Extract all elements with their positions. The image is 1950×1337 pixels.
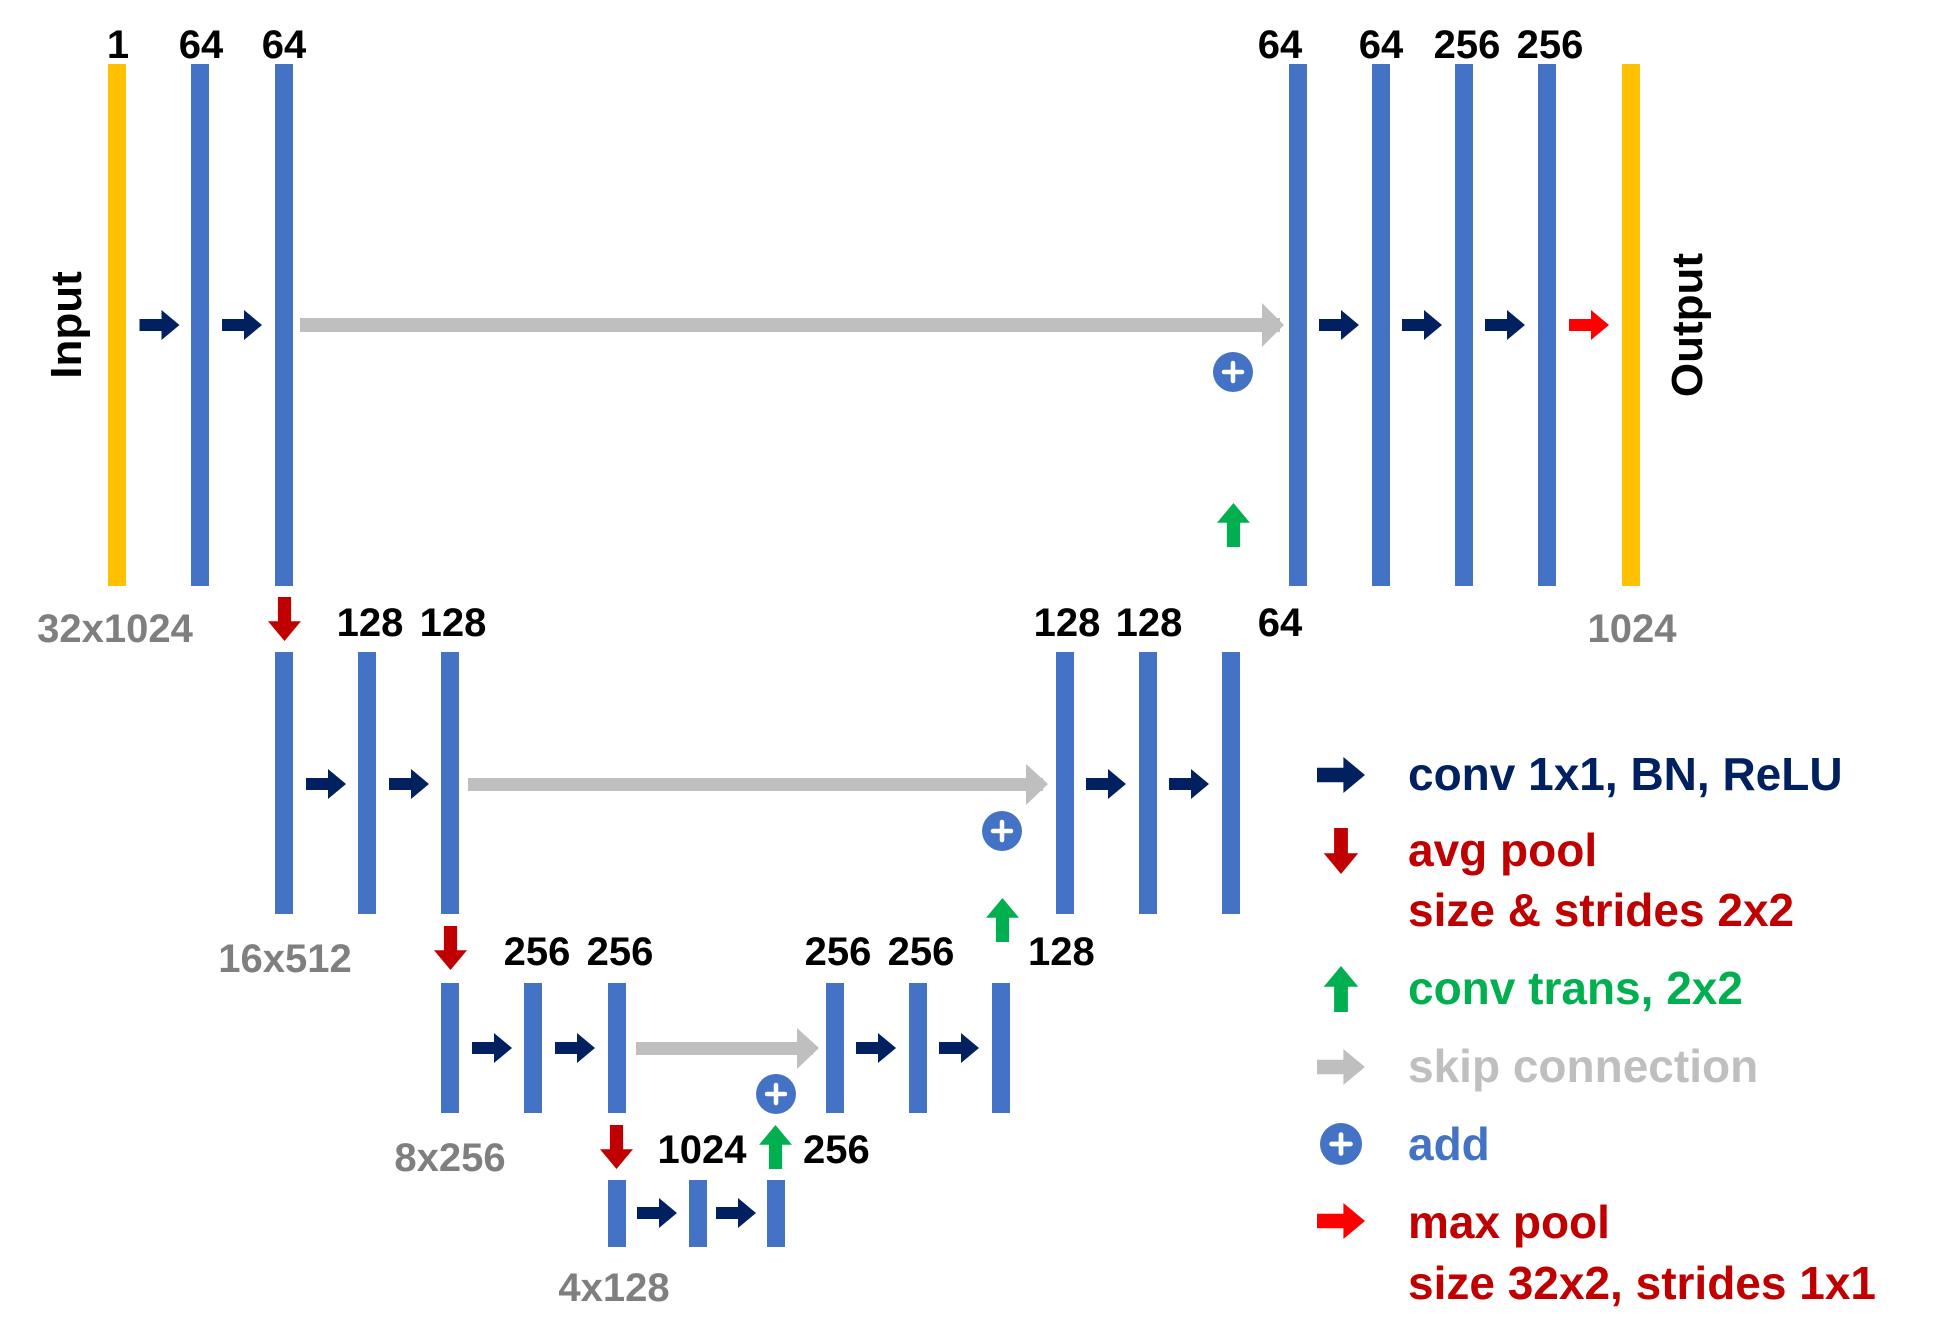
channel-label: 128	[1028, 930, 1095, 974]
dimension-label: 4x128	[558, 1266, 669, 1310]
skip-arrow-head-icon	[797, 1028, 819, 1069]
conv-arrow-icon	[1319, 310, 1359, 340]
add-circle-icon	[1213, 352, 1253, 392]
channel-label: 64	[1359, 23, 1404, 67]
feature-bar	[441, 652, 459, 914]
channel-label: 1	[107, 23, 129, 67]
feature-bar	[826, 983, 844, 1113]
feature-bar	[1139, 652, 1157, 914]
channel-label: 64	[262, 23, 307, 67]
feature-bar	[524, 983, 542, 1113]
gray-right-arrow-icon	[1317, 1049, 1365, 1085]
channel-label: 256	[805, 930, 872, 974]
input-bar	[108, 64, 126, 586]
upconv-arrow-icon	[1217, 503, 1250, 547]
feature-bar	[191, 64, 209, 586]
skip-arrow-head-icon	[1026, 764, 1048, 805]
channel-label: 256	[1434, 23, 1501, 67]
legend-add-label: add	[1408, 1118, 1490, 1170]
feature-bar	[358, 652, 376, 914]
feature-bar	[909, 983, 927, 1113]
dimension-label: 32x1024	[37, 607, 193, 651]
channel-label: 256	[587, 930, 654, 974]
feature-bar	[767, 1180, 785, 1247]
legend-skip-label: skip connection	[1408, 1040, 1758, 1092]
conv-arrow-icon	[939, 1033, 979, 1063]
avgpool-arrow-icon	[600, 1125, 633, 1169]
legend-maxpool-detail: size 32x2, strides 1x1	[1408, 1257, 1876, 1309]
skip-connection-line	[300, 318, 1280, 332]
conv-arrow-icon	[1485, 310, 1525, 340]
avgpool-arrow-icon	[268, 597, 301, 641]
channel-label: 128	[420, 601, 487, 645]
conv-arrow-icon	[637, 1198, 677, 1228]
channel-label: 256	[504, 930, 571, 974]
channel-label: 128	[1034, 601, 1101, 645]
feature-bar	[608, 983, 626, 1113]
output-label: Output	[1663, 253, 1712, 398]
channel-label: 256	[803, 1128, 870, 1172]
conv-arrow-icon	[1169, 769, 1209, 799]
feature-bar	[992, 983, 1010, 1113]
legend-maxpool-label: max pool	[1408, 1196, 1610, 1248]
feature-bar	[275, 64, 293, 586]
upconv-arrow-icon	[759, 1125, 792, 1169]
legend: conv 1x1, BN, ReLU avg pool size & strid…	[1317, 748, 1876, 1309]
conv-arrow-icon	[139, 310, 180, 340]
conv-arrow-icon	[716, 1198, 756, 1228]
channel-label: 64	[179, 23, 224, 67]
feature-bar	[1222, 652, 1240, 914]
dimension-label: 1024	[1588, 607, 1678, 651]
maxpool-arrow-icon	[1569, 310, 1609, 340]
add-circle-icon	[756, 1074, 796, 1114]
output-bar	[1622, 64, 1640, 586]
feature-bar	[689, 1180, 707, 1247]
feature-bar	[1538, 64, 1556, 586]
upconv-arrow-icon	[986, 898, 1019, 942]
avgpool-arrow-icon	[434, 926, 467, 970]
navy-right-arrow-icon	[1317, 757, 1365, 793]
add-circle-icon	[1320, 1123, 1362, 1165]
skip-connection-line	[468, 778, 1043, 791]
feature-bar	[441, 983, 459, 1113]
conv-arrow-icon	[555, 1033, 595, 1063]
feature-bar	[1056, 652, 1074, 914]
bright-red-right-arrow-icon	[1317, 1203, 1365, 1239]
feature-bar	[1289, 64, 1307, 586]
input-label: Input	[42, 271, 91, 379]
conv-arrow-icon	[222, 310, 262, 340]
conv-arrow-icon	[1402, 310, 1442, 340]
legend-avgpool-detail: size & strides 2x2	[1408, 884, 1794, 936]
conv-arrow-icon	[472, 1033, 512, 1063]
channel-label: 256	[1517, 23, 1584, 67]
conv-arrow-icon	[1086, 769, 1126, 799]
channel-label: 64	[1258, 601, 1303, 645]
green-up-arrow-icon	[1323, 966, 1359, 1012]
conv-arrow-icon	[856, 1033, 896, 1063]
skip-arrow-head-icon	[1262, 303, 1284, 347]
feature-bar	[1455, 64, 1473, 586]
legend-convtrans-label: conv trans, 2x2	[1408, 962, 1743, 1014]
feature-bar	[608, 1180, 626, 1247]
conv-arrow-icon	[389, 769, 429, 799]
channel-label: 128	[337, 601, 404, 645]
conv-arrow-icon	[306, 769, 346, 799]
feature-bar	[275, 652, 293, 914]
add-circle-icon	[982, 811, 1022, 851]
dimension-label: 8x256	[394, 1136, 505, 1180]
legend-avgpool-label: avg pool	[1408, 824, 1597, 876]
channel-label: 1024	[658, 1128, 748, 1172]
legend-conv-label: conv 1x1, BN, ReLU	[1408, 748, 1843, 800]
dimension-label: 16x512	[218, 937, 351, 981]
channel-label: 128	[1116, 601, 1183, 645]
channel-label: 64	[1258, 23, 1303, 67]
red-down-arrow-icon	[1323, 828, 1359, 874]
feature-bar	[1372, 64, 1390, 586]
skip-connection-line	[636, 1042, 813, 1055]
channel-label: 256	[888, 930, 955, 974]
